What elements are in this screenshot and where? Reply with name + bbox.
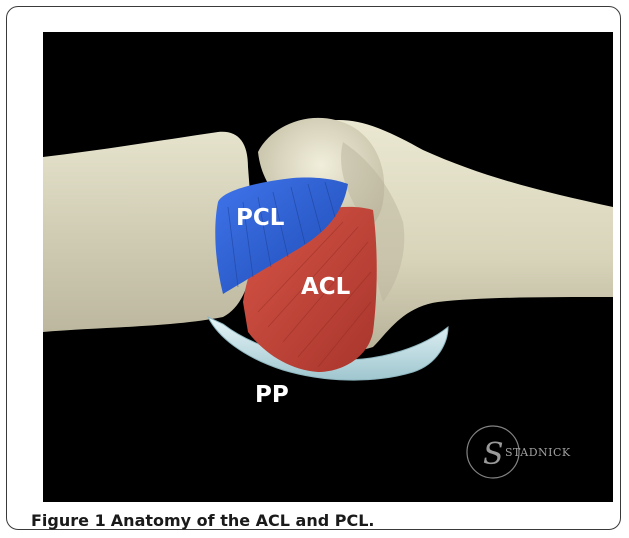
knee-anatomy-svg: PCL ACL PP S STADNICK [43, 32, 613, 502]
pp-label: PP [255, 382, 289, 408]
knee-anatomy-illustration: PCL ACL PP S STADNICK [43, 32, 613, 502]
figure-caption: Figure 1 Anatomy of the ACL and PCL. [31, 511, 375, 530]
watermark-text: STADNICK [505, 446, 571, 459]
caption-label: Figure 1 [31, 511, 106, 530]
logo-monogram: S [483, 437, 504, 472]
caption-text: Anatomy of the ACL and PCL. [111, 511, 375, 530]
figure-frame: PCL ACL PP S STADNICK Figure 1 Anatomy o… [6, 6, 621, 530]
pcl-label: PCL [236, 205, 285, 231]
acl-label: ACL [301, 274, 351, 300]
